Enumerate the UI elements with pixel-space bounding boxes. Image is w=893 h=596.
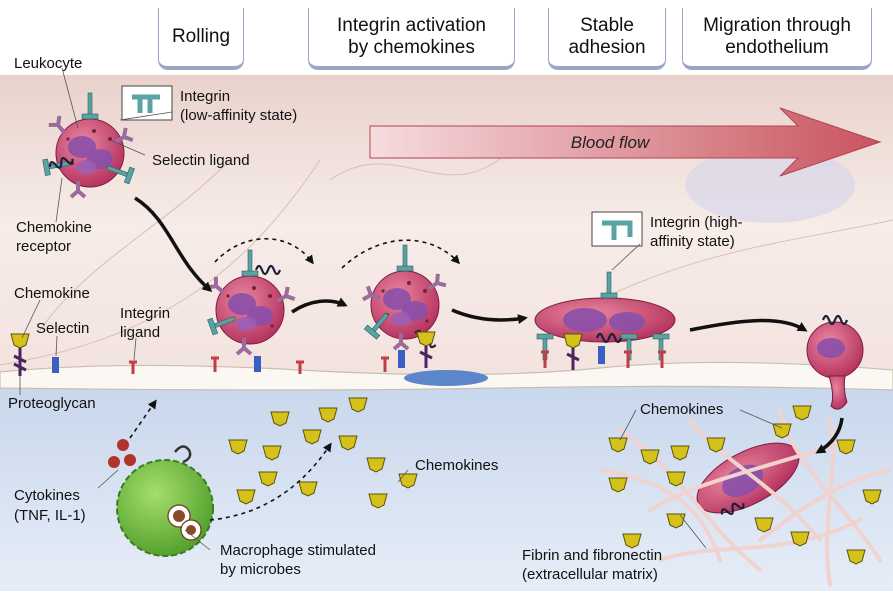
stage-label-rolling: Rolling [171, 26, 231, 47]
movement-arrows [134, 196, 844, 454]
selectin-molecule [52, 357, 59, 373]
label-chemokines-right: Chemokines [640, 401, 723, 418]
label-chemokine-receptor-2: receptor [16, 238, 71, 255]
label-selectin: Selectin [36, 320, 89, 337]
leukocyte-in-tissue [696, 442, 800, 520]
vessel-texture-lines [0, 139, 893, 366]
label-proteoglycan: Proteoglycan [8, 395, 96, 412]
stage-header-migration: Migration through endothelium [682, 8, 872, 70]
cytokines [108, 439, 136, 468]
leukocyte-migrating [806, 314, 864, 410]
stage-label-activation: Integrin activation by chemokines [337, 15, 486, 58]
label-integrin-high-2: affinity state) [650, 233, 735, 250]
microbe-icon [174, 445, 192, 464]
label-integrin-ligand-2: ligand [120, 324, 160, 341]
label-macrophage: Macrophage stimulated [220, 542, 376, 559]
stage-header-activation: Integrin activation by chemokines [308, 8, 515, 70]
stage-header-adhesion: Stable adhesion [548, 8, 666, 70]
stage-header-rolling: Rolling [158, 8, 244, 70]
stage-label-adhesion: Stable adhesion [568, 15, 646, 58]
label-integrin-ligand: Integrin [120, 305, 170, 322]
macrophage [116, 445, 214, 557]
label-integrin-low: Integrin [180, 88, 230, 105]
label-cytokines-types: (TNF, IL-1) [14, 507, 86, 524]
blood-flow-arrow [369, 107, 882, 177]
endothelial-surface-molecules [10, 331, 666, 376]
endothelial-nucleus [404, 370, 488, 386]
label-chemokine: Chemokine [14, 285, 90, 302]
proteoglycan-with-chemokine [10, 333, 30, 376]
blood-vessel-lumen [0, 75, 893, 375]
integrin-low-affinity-icon [121, 85, 173, 121]
label-chemokines-center: Chemokines [415, 457, 498, 474]
leukocyte-adherent [534, 271, 676, 361]
integrin-ligand [129, 360, 137, 374]
label-chemokine-receptor: Chemokine [16, 219, 92, 236]
label-integrin-high: Integrin (high- [650, 214, 743, 231]
label-fibrin: Fibrin and fibronectin [522, 547, 662, 564]
leader-lines [19, 67, 783, 551]
blood-flow-label: Blood flow [571, 133, 651, 152]
label-macrophage-2: by microbes [220, 561, 301, 578]
dashed-arrows [129, 237, 461, 521]
integrin-high-affinity-icon [591, 211, 643, 247]
label-fibrin-2: (extracellular matrix) [522, 566, 658, 583]
label-selectin-ligand: Selectin ligand [152, 152, 250, 169]
label-cytokines: Cytokines [14, 487, 80, 504]
stage-label-migration: Migration through endothelium [703, 15, 851, 58]
label-integrin-low-state: (low-affinity state) [180, 107, 297, 124]
label-leukocyte: Leukocyte [14, 55, 82, 72]
